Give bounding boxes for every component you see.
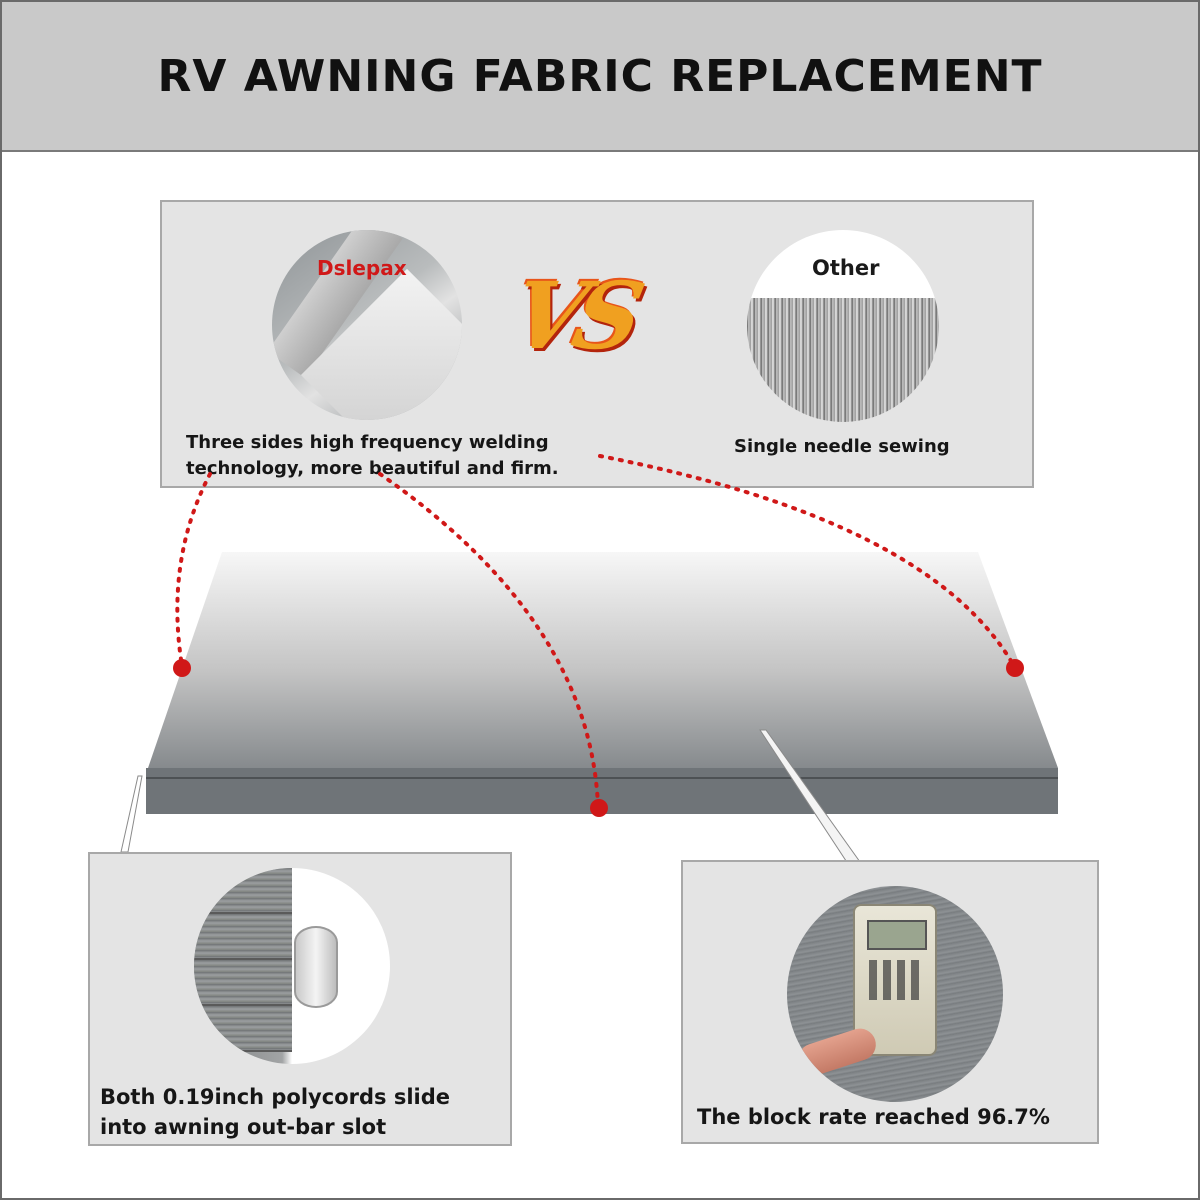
sewn-fabric-closeup <box>747 230 939 422</box>
light-meter-closeup <box>787 886 1003 1102</box>
polycord-caption-line2: into awning out-bar slot <box>100 1115 387 1139</box>
finger <box>794 1024 880 1080</box>
welded-fabric-closeup <box>272 230 462 420</box>
stitch-texture <box>747 298 939 422</box>
polycord-panel: Both 0.19inch polycords slide into awnin… <box>88 852 512 1146</box>
comparison-panel: Dslepax VS Other Three sides high freque… <box>160 200 1034 488</box>
meter-keys <box>869 960 921 1000</box>
page-title: RV AWNING FABRIC REPLACEMENT <box>157 50 1043 102</box>
light-meter-device <box>853 904 937 1056</box>
fabric-plank <box>194 868 292 914</box>
meter-screen <box>867 920 927 950</box>
other-label: Other <box>812 256 880 280</box>
welding-caption-line1: Three sides high frequency welding <box>186 432 549 453</box>
polycord-caption: Both 0.19inch polycords slide into awnin… <box>100 1082 510 1142</box>
fabric-plank <box>194 914 292 960</box>
sewing-caption: Single needle sewing <box>734 436 950 457</box>
polycord-tube <box>294 926 338 1008</box>
title-banner: RV AWNING FABRIC REPLACEMENT <box>2 2 1198 152</box>
fabric-plank <box>194 1006 292 1052</box>
vs-lightning-icon: VS <box>502 262 644 370</box>
brand-label: Dslepax <box>317 256 407 280</box>
block-rate-panel: The block rate reached 96.7% <box>681 860 1099 1144</box>
fabric-plank <box>194 960 292 1006</box>
welding-caption: Three sides high frequency welding techn… <box>186 430 606 482</box>
welding-caption-line2: technology, more beautiful and firm. <box>186 458 559 479</box>
polycord-caption-line1: Both 0.19inch polycords slide <box>100 1085 450 1109</box>
block-rate-caption: The block rate reached 96.7% <box>697 1105 1050 1129</box>
polycord-closeup <box>194 868 390 1064</box>
